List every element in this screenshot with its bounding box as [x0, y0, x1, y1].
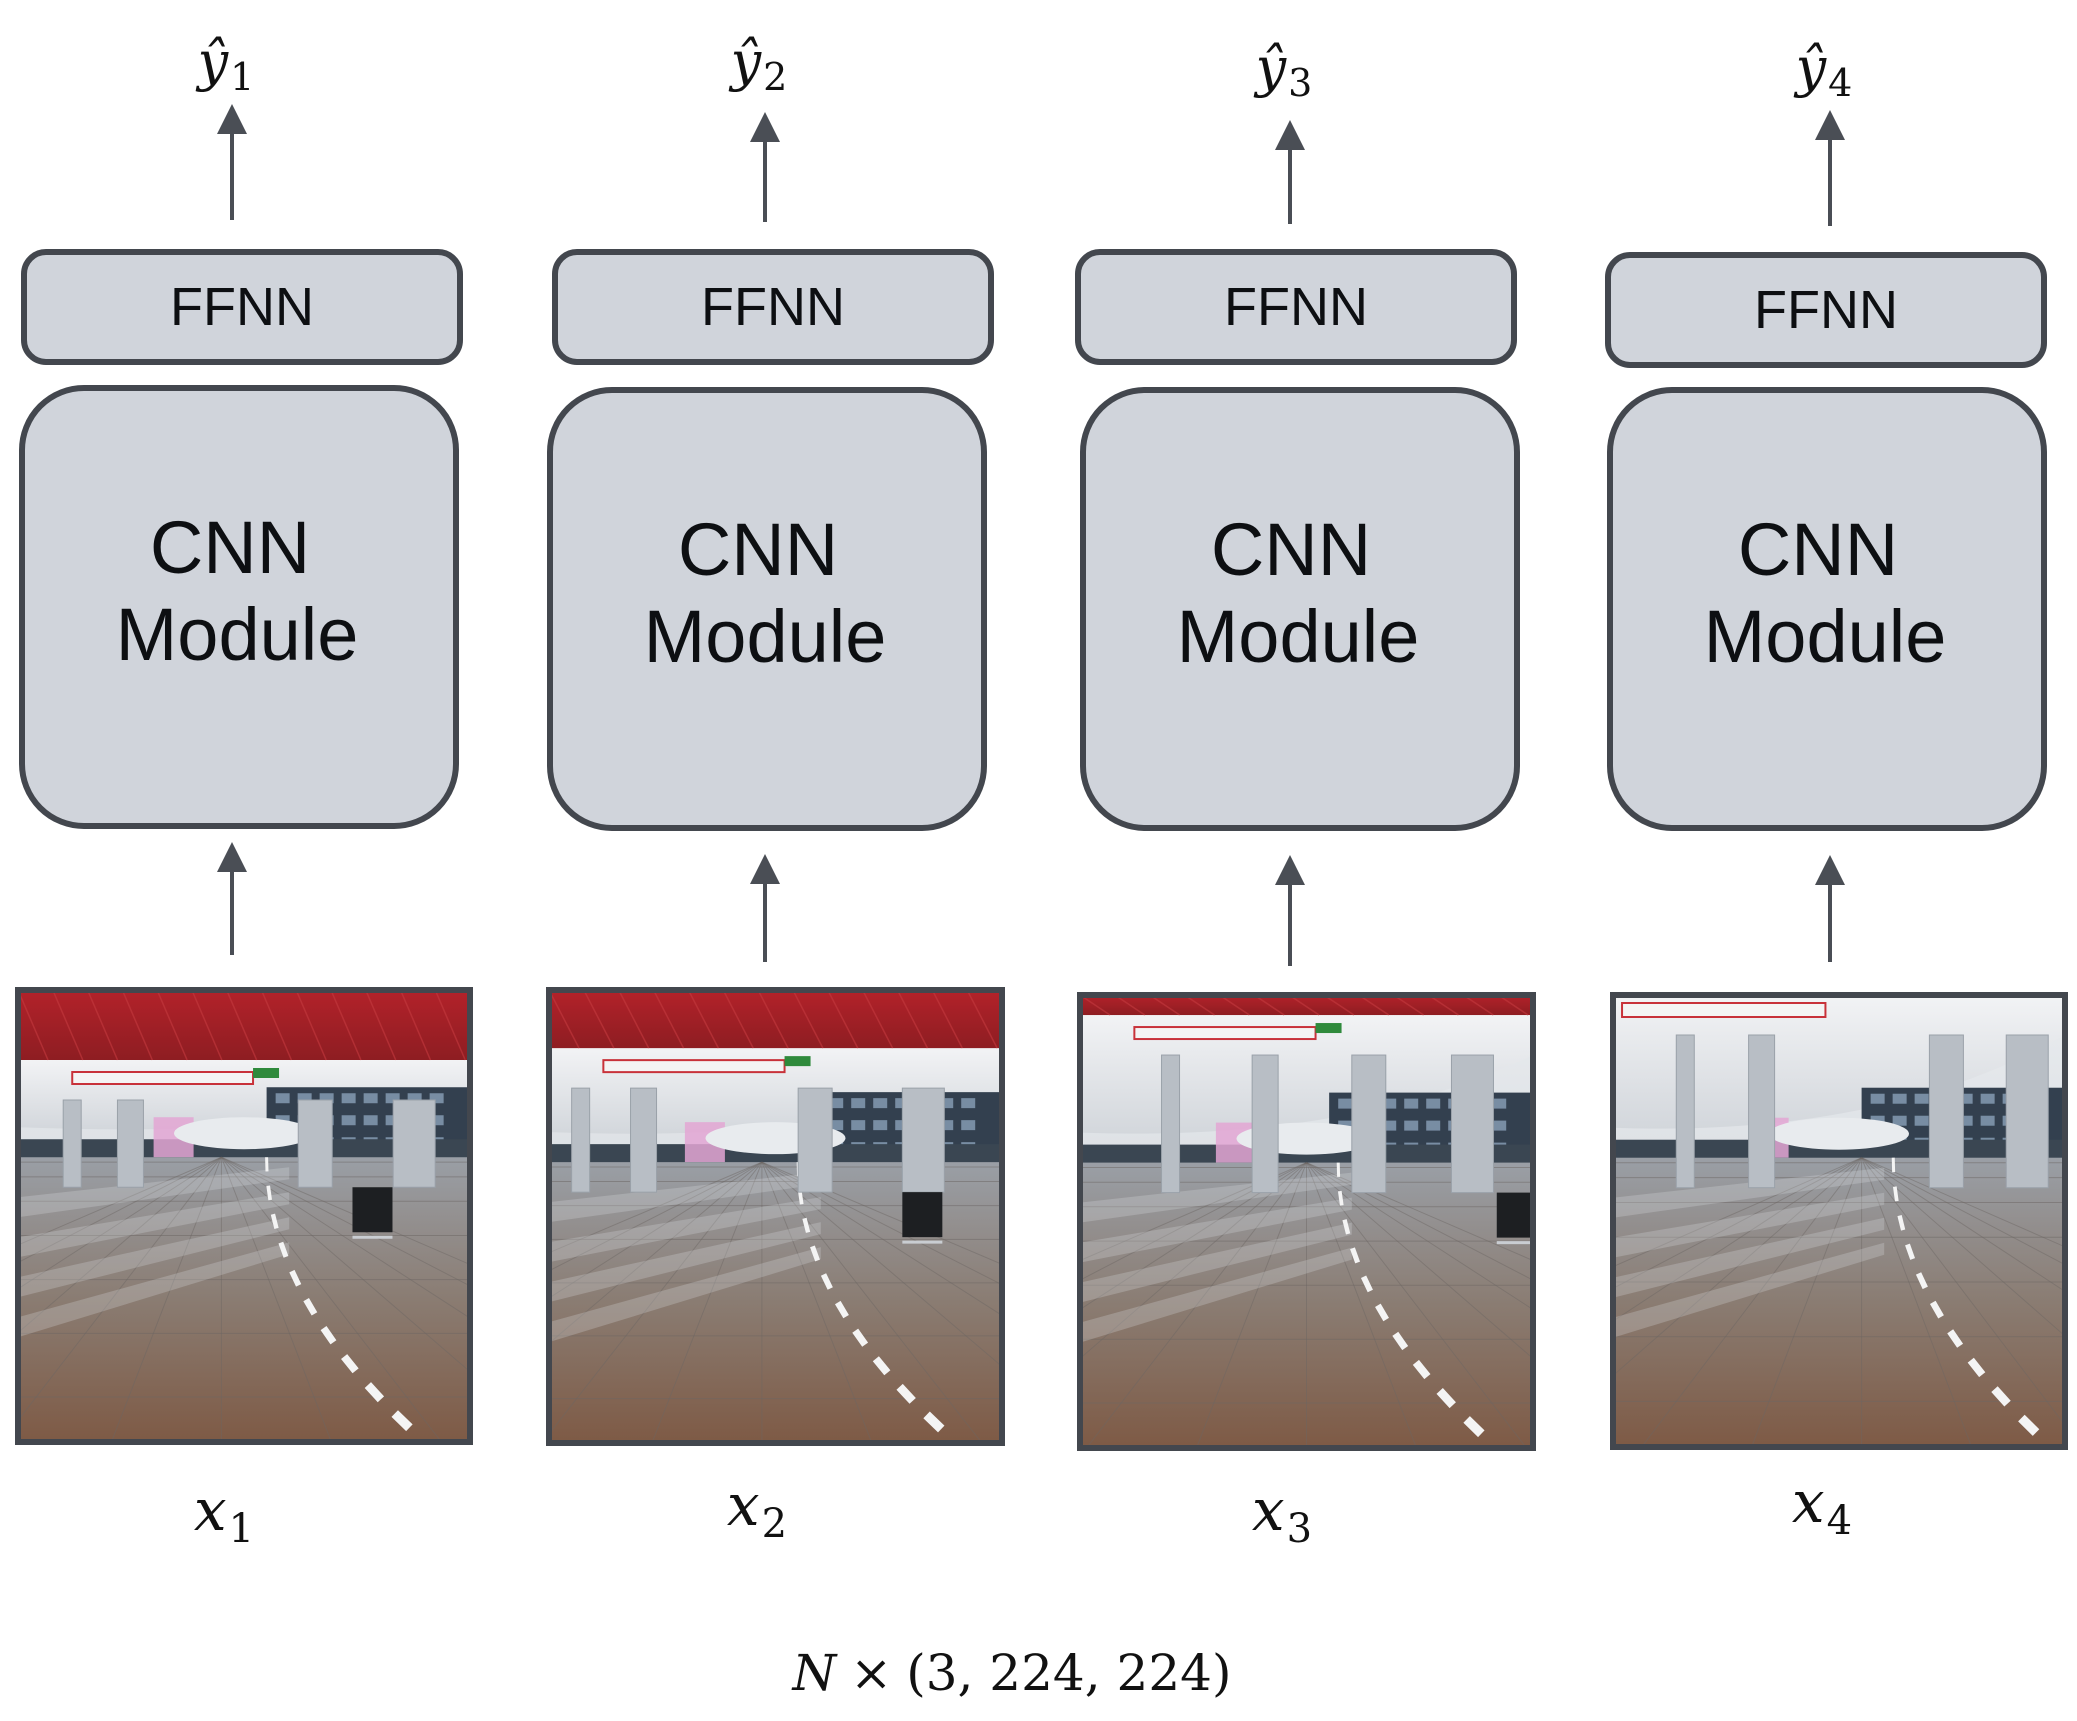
image-frame: [15, 987, 473, 1445]
airport-terminal-frame-icon: [546, 987, 1005, 1446]
input-label: x3: [1252, 1476, 1312, 1552]
cnn-label: CNN: [1738, 508, 1898, 591]
cnn-label: CNN: [1211, 508, 1371, 591]
ffnn-label: FFNN: [1754, 280, 1898, 340]
cnn-module-box: [19, 385, 459, 829]
times-symbol: ×: [850, 1644, 892, 1702]
input-symbol: x: [1792, 1468, 1825, 1536]
airport-terminal-frame-icon: [1077, 992, 1536, 1451]
input-index: 2: [762, 1501, 787, 1547]
input-index: 3: [1287, 1506, 1312, 1552]
airport-terminal-frame-icon: [15, 987, 473, 1445]
input-index: 4: [1827, 1498, 1852, 1544]
input-arrowhead: [217, 842, 247, 872]
module-label: Module: [644, 595, 887, 678]
input-index: 1: [229, 1506, 254, 1552]
image-frame: [546, 987, 1005, 1446]
output-label: ŷ4: [1794, 36, 1853, 105]
ffnn-label: FFNN: [701, 277, 845, 337]
output-symbol: ŷ: [1254, 36, 1288, 99]
output-index: 4: [1828, 61, 1852, 105]
cnn-module-box: [1607, 387, 2047, 831]
airport-terminal-frame-icon: [1610, 992, 2068, 1450]
input-symbol: x: [1252, 1476, 1285, 1544]
output-label: ŷ2: [729, 30, 788, 99]
ffnn-box: [552, 249, 994, 365]
cnn-label: CNN: [678, 508, 838, 591]
module-label: Module: [1704, 595, 1947, 678]
image-frame: [1077, 992, 1536, 1451]
input-label: x2: [727, 1471, 787, 1547]
output-arrowhead: [217, 104, 247, 134]
module-label: Module: [116, 593, 359, 676]
ffnn-box: [1605, 252, 2047, 368]
output-symbol: ŷ: [196, 30, 230, 93]
output-arrowhead: [1815, 110, 1845, 140]
output-arrowhead: [750, 112, 780, 142]
module-label: Module: [1177, 595, 1420, 678]
input-label: x1: [194, 1476, 254, 1552]
input-shape-caption: N×(3, 224, 224): [792, 1644, 1232, 1702]
input-arrowhead: [750, 854, 780, 884]
cnn-module-box: [547, 387, 987, 831]
output-index: 3: [1288, 61, 1312, 105]
ffnn-label: FFNN: [1224, 277, 1368, 337]
ffnn-box: [1075, 249, 1517, 365]
input-symbol: x: [727, 1471, 760, 1539]
output-symbol: ŷ: [729, 30, 763, 93]
output-arrowhead: [1275, 120, 1305, 150]
image-frame: [1610, 992, 2068, 1450]
output-label: ŷ3: [1254, 36, 1313, 105]
input-label: x4: [1792, 1468, 1852, 1544]
batch-symbol: N: [792, 1644, 839, 1702]
output-symbol: ŷ: [1794, 36, 1828, 99]
shape-dims: (3, 224, 224): [906, 1644, 1231, 1702]
cnn-module-box: [1080, 387, 1520, 831]
output-label: ŷ1: [196, 30, 255, 99]
cnn-label: CNN: [150, 506, 310, 589]
output-index: 2: [763, 55, 787, 99]
ffnn-box: [21, 249, 463, 365]
input-symbol: x: [194, 1476, 227, 1544]
ffnn-label: FFNN: [170, 277, 314, 337]
input-arrowhead: [1815, 855, 1845, 885]
output-index: 1: [230, 55, 254, 99]
input-arrowhead: [1275, 855, 1305, 885]
